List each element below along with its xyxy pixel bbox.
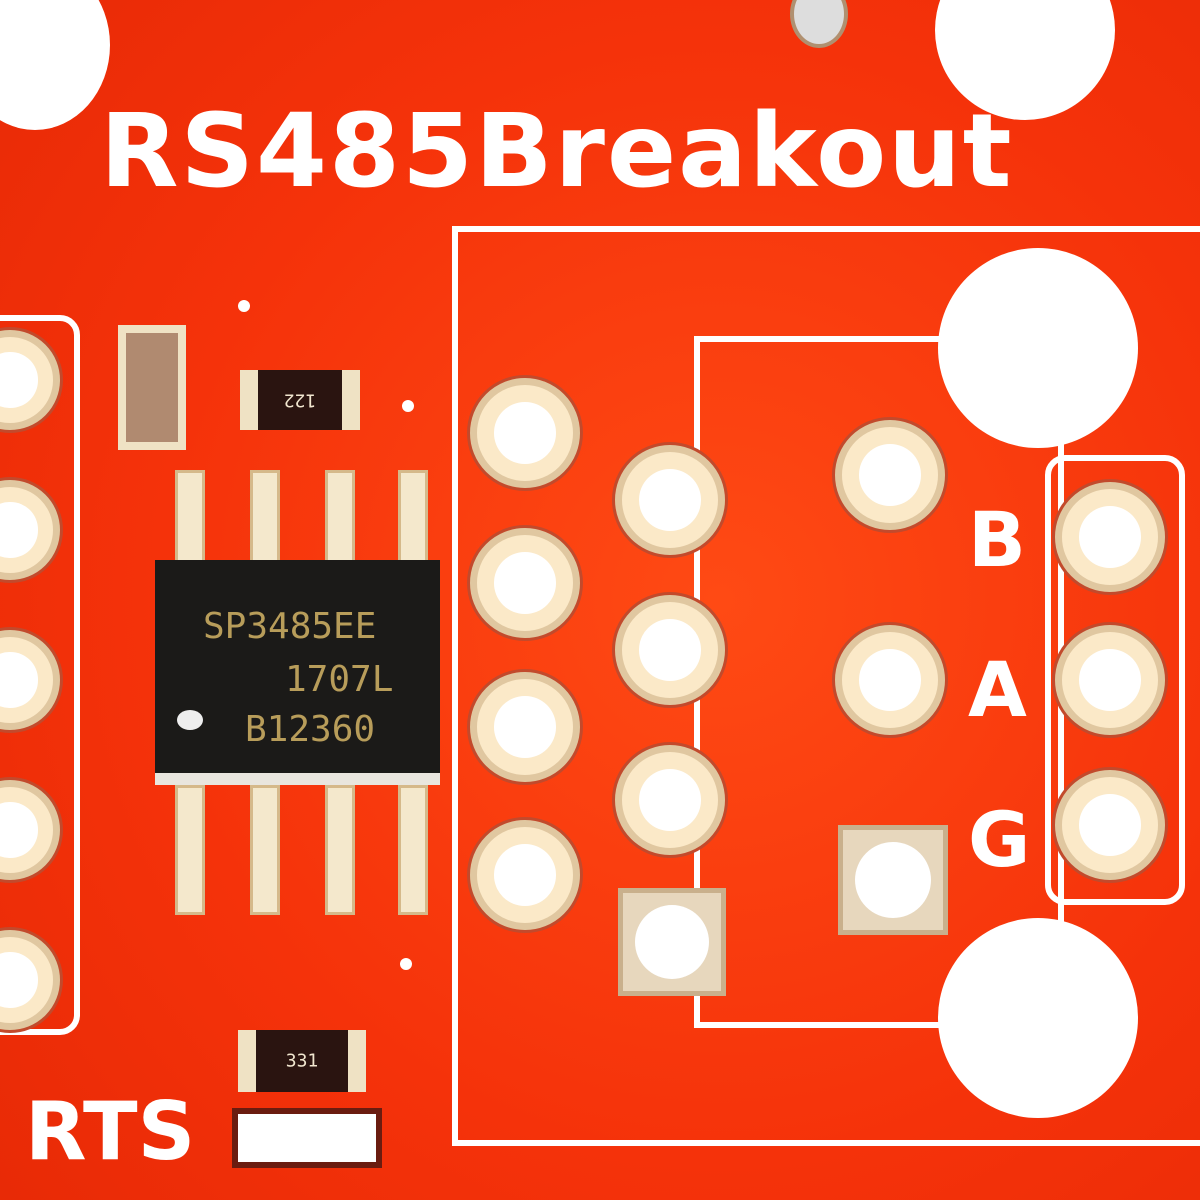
- top-small-hole: [790, 0, 848, 48]
- resistor-331: 331: [238, 1030, 366, 1092]
- via: [400, 958, 412, 970]
- board-title: RS485Breakout: [100, 92, 1014, 211]
- rj-pad: [615, 595, 725, 705]
- ic-part-number: SP3485EE: [203, 606, 377, 647]
- left-header-outline: [0, 315, 80, 1035]
- mounting-hole-right-lower: [938, 918, 1138, 1118]
- capacitor: [118, 325, 186, 450]
- label-b: B: [968, 495, 1026, 584]
- ic-leg: [250, 470, 280, 565]
- via: [402, 400, 414, 412]
- ic-leg: [398, 785, 428, 915]
- rj-square-pad: [618, 888, 726, 996]
- label-rts: RTS: [25, 1085, 196, 1178]
- header-pin-b: [1055, 482, 1165, 592]
- mounting-hole-top-left: [0, 0, 110, 130]
- rj-pad: [470, 528, 580, 638]
- ic-leg: [250, 785, 280, 915]
- pin1-dot: [177, 710, 203, 730]
- via: [238, 300, 250, 312]
- rj-pad: [615, 745, 725, 855]
- rj-pad: [470, 820, 580, 930]
- ic-leg: [175, 785, 205, 915]
- ic-leg: [325, 785, 355, 915]
- ic-chip: SP3485EE 1707L B12360: [155, 560, 440, 785]
- label-a: A: [968, 645, 1027, 734]
- right-header-outline: [1045, 455, 1185, 905]
- ic-lot-code: B12360: [245, 709, 376, 750]
- led-rts: [232, 1108, 382, 1168]
- resistor-label: 331: [285, 1050, 319, 1072]
- rj-connector-outline: [452, 226, 1200, 1146]
- mounting-hole-right-upper: [938, 248, 1138, 448]
- ic-leg: [398, 470, 428, 565]
- rj-pad: [835, 625, 945, 735]
- header-pin-a: [1055, 625, 1165, 735]
- ic-leg: [175, 470, 205, 565]
- rj-pad: [470, 378, 580, 488]
- rj-square-pad: [838, 825, 948, 935]
- rj-pad: [615, 445, 725, 555]
- rj-pad: [470, 672, 580, 782]
- label-g: G: [968, 795, 1031, 884]
- header-pin-g: [1055, 770, 1165, 880]
- resistor-122: 122: [240, 370, 360, 430]
- resistor-label: 122: [283, 389, 317, 411]
- ic-leg: [325, 470, 355, 565]
- ic-date-code: 1707L: [285, 659, 394, 700]
- rj-pad: [835, 420, 945, 530]
